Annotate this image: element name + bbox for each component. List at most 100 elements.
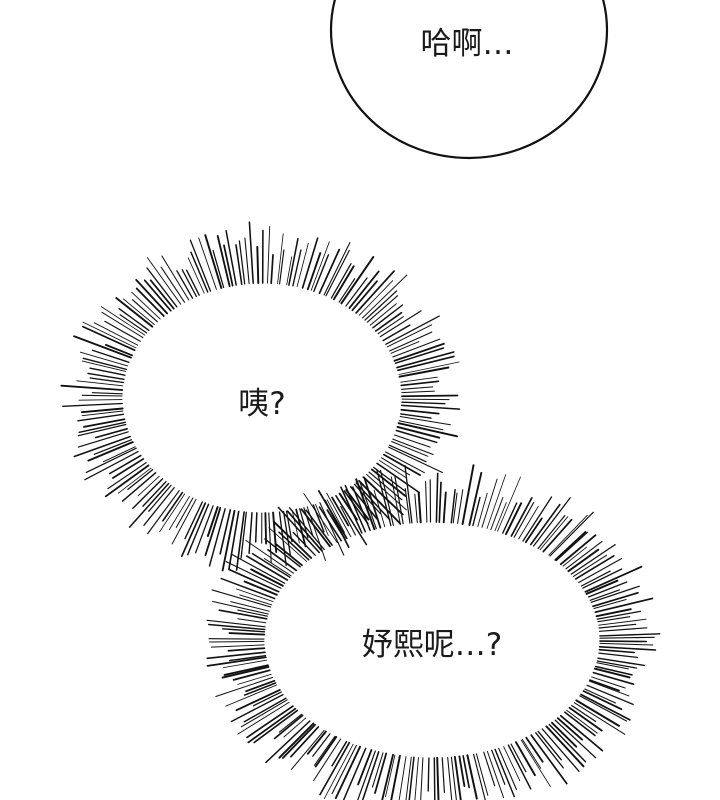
burst-spike [227,647,266,652]
burst-spike [235,689,281,712]
burst-spike [364,290,398,321]
burst-spike [189,239,212,292]
burst-spike [93,322,139,346]
burst-spike [400,404,461,410]
burst-spike [382,324,411,342]
burst-spike [239,594,273,606]
burst-spike [160,266,186,303]
burst-spike [550,721,578,748]
burst-spike [247,707,297,744]
burst-spike [313,738,342,782]
burst-spike [537,514,566,550]
burst-spike [362,274,408,319]
burst-spike [228,632,266,636]
burst-spike [357,750,376,800]
burst-spike [325,249,350,297]
burst-spike [277,506,320,554]
burst-spike [209,640,265,643]
burst-spike [80,407,124,414]
burst-spike [462,755,470,789]
burst-spike [568,706,603,732]
burst-spike [109,454,142,475]
burst-spike [396,351,455,369]
burst-spike [244,237,250,285]
burst-spike [190,251,209,293]
burst-spike [326,509,346,540]
burst-spike [338,278,356,303]
burst-spike [368,471,403,501]
burst-spike [548,723,587,763]
burst-spike [251,552,291,578]
burst-spike [146,257,182,305]
burst-spike [267,226,271,284]
burst-bubble-2: 妤熙呢…? [206,464,661,800]
burst-spike [358,280,394,316]
burst-spike [93,439,133,455]
burst-spike [598,652,638,659]
burst-spike [372,304,404,329]
burst-spike [206,506,219,537]
burst-spike [507,744,532,790]
burst-spike [399,416,451,426]
burst-bubble-2-spikes [206,464,661,800]
burst-spike [390,754,401,800]
burst-spike [388,446,443,474]
burst-spike [355,478,376,531]
burst-spike [104,343,133,357]
burst-spike [548,514,588,556]
burst-spike [62,402,123,407]
burst-spike [565,540,603,570]
burst-spike [323,743,354,800]
burst-spike [60,384,124,391]
burst-spike [220,577,276,600]
burst-spike [400,413,432,419]
burst-spike [376,462,420,494]
burst-spike [554,531,587,561]
burst-spike [394,434,431,448]
burst-spike [254,512,258,543]
burst-spike [515,741,536,777]
burst-spike [342,747,367,800]
burst-spike [587,581,628,598]
burst-spike [237,673,272,685]
burst-spike [535,732,564,769]
burst-spike [441,757,445,794]
burst-spike [85,447,137,474]
burst-spike [580,570,611,587]
burst-spike [77,413,125,422]
burst-spike [596,660,638,669]
burst-spike [352,486,371,532]
burst-spike [539,516,569,551]
burst-spike [146,267,178,308]
burst-spike [377,316,404,335]
burst-spike [597,616,631,623]
burst-spike [296,242,309,288]
burst-spike [555,531,589,562]
burst-spike [554,719,597,759]
burst-spike [591,676,626,689]
burst-spike [267,548,298,572]
burst-spike [520,739,551,787]
burst-spike [398,756,407,800]
burst-spike [481,478,498,528]
burst-spike [599,633,661,637]
burst-spike [594,665,633,676]
burst-spike [107,462,147,490]
burst-spike [104,320,141,342]
burst-spike [447,756,453,800]
burst-spike [323,242,351,296]
burst-spike [225,230,237,286]
burst-spike [376,469,392,527]
burst-spike [82,325,136,352]
burst-spike [300,508,331,548]
burst-spike [541,728,580,772]
burst-spike [355,270,395,314]
burst-spike [393,342,445,362]
burst-spike [374,752,388,794]
burst-spike [379,460,407,478]
burst-spike [366,295,399,323]
burst-spike [518,505,539,540]
burst-spike [326,499,345,533]
burst-spike [288,238,299,286]
burst-spike [274,542,303,567]
